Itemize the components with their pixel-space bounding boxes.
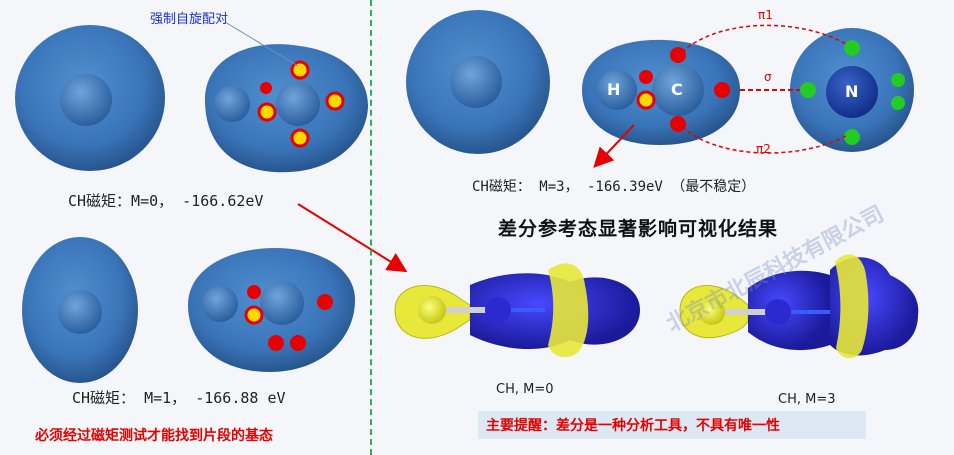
pi1-label: π1 [758,8,773,22]
label-m3: CH, M=3 [778,392,836,407]
density-m3 [679,254,919,359]
left-note: 必须经过磁矩测试才能找到片段的基态 [35,428,273,444]
cross-arrow [297,203,408,273]
atom-c-label: C [671,80,683,99]
m3-arrow [593,124,635,168]
caption-m0: CH磁矩：M=0， -166.62eV [68,192,264,210]
density-m0 [394,263,640,358]
spin-pairing-annotation: 强制自旋配对 [150,12,229,27]
sigma-label: σ [764,70,772,84]
caption-m1: CH磁矩： M=1， -166.88 eV [72,389,286,407]
atom-n-label: N [845,82,859,101]
ch-m1-sphere [22,237,138,383]
atom-h-label: H [607,80,621,99]
ch-m3-sphere [406,10,550,154]
pi2-label: π2 [756,142,771,156]
n-atom [790,28,914,152]
ch-m0-sphere [15,25,165,171]
section-divider [370,0,372,455]
pi1-arc [681,24,847,53]
ch-m0-molecule [205,44,368,173]
right-title: 差分参考态显著影响可视化结果 [498,218,779,240]
label-m0: CH, M=0 [496,382,554,397]
ch-m3-molecule [582,39,740,145]
caption-m3: CH磁矩： M=3， -166.39eV （最不稳定） [472,179,756,195]
tip-text: 主要提醒：差分是一种分析工具，不具有唯一性 [486,418,780,434]
annotation-pointer [224,21,299,67]
pi2-arc [681,126,847,154]
ch-m1-molecule [188,248,355,372]
tip-box [478,411,866,439]
